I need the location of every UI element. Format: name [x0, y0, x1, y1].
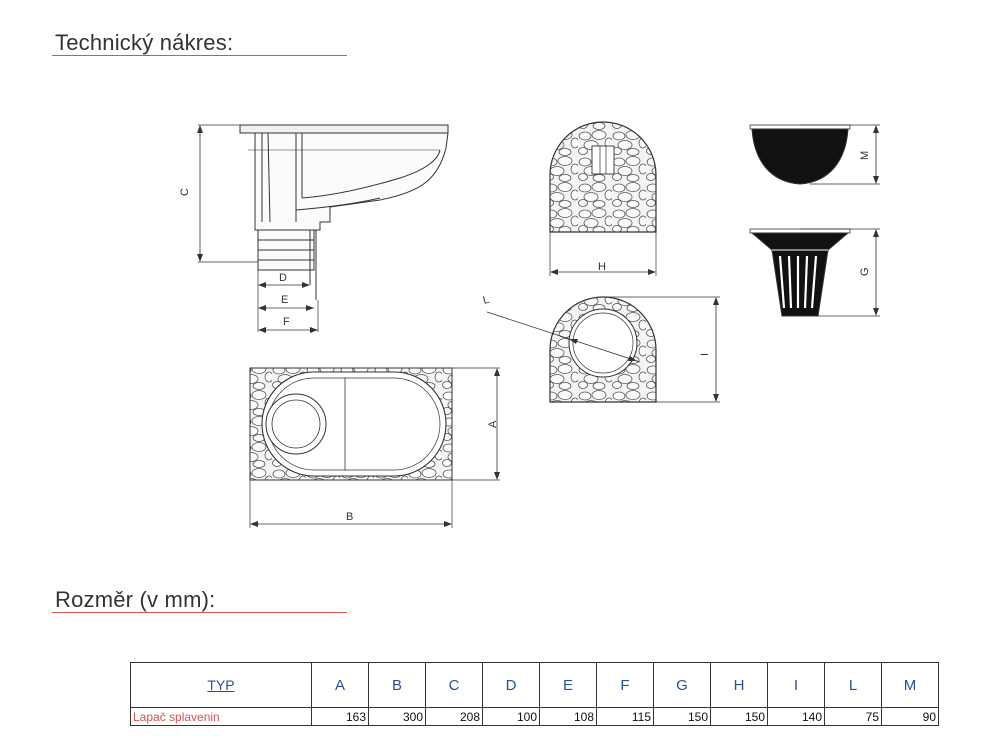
dimensions-table: TYP A B C D E F G H I L M Lapač splaveni… [130, 662, 939, 726]
front-view-top [549, 121, 657, 276]
dim-label-f: F [283, 316, 290, 328]
dim-label-d: D [279, 272, 287, 284]
header-e: E [539, 662, 597, 708]
table-header-row: TYP A B C D E F G H I L M [130, 662, 939, 708]
dim-label-l: L [482, 294, 491, 307]
cell-c: 208 [425, 707, 483, 726]
dimensions-section-title: Rozměr (v mm): [55, 587, 216, 612]
sediment-bowl [749, 124, 880, 185]
header-h: H [710, 662, 768, 708]
cell-b: 300 [368, 707, 426, 726]
technical-drawing: C D E F A B H [179, 121, 880, 528]
cell-e: 108 [539, 707, 597, 726]
dim-label-c: C [179, 188, 191, 196]
header-a: A [311, 662, 369, 708]
cell-m: 90 [881, 707, 939, 726]
side-section-view [197, 124, 449, 333]
header-l: L [824, 662, 882, 708]
header-f: F [596, 662, 654, 708]
cell-i: 140 [767, 707, 825, 726]
header-d: D [482, 662, 540, 708]
dimensions-section-rule [52, 612, 347, 613]
cell-a: 163 [311, 707, 369, 726]
header-c: C [425, 662, 483, 708]
dim-label-g: G [859, 267, 871, 276]
drawing-section-rule [52, 55, 347, 56]
sediment-basket [749, 228, 880, 317]
dim-label-e: E [281, 294, 288, 306]
cell-l: 75 [824, 707, 882, 726]
drawing-section-title: Technický nákres: [55, 30, 234, 55]
dim-label-b: B [346, 511, 353, 523]
header-g: G [653, 662, 711, 708]
dim-label-m: M [859, 151, 871, 160]
dim-label-h: H [598, 261, 606, 273]
cell-h: 150 [710, 707, 768, 726]
table-row: Lapač splavenin 163 300 208 100 108 115 … [130, 707, 939, 726]
cell-g: 150 [653, 707, 711, 726]
cell-f: 115 [596, 707, 654, 726]
cell-d: 100 [482, 707, 540, 726]
front-view-bottom [486, 296, 720, 403]
dim-label-i: I [699, 353, 711, 356]
header-typ: TYP [130, 662, 312, 708]
header-i: I [767, 662, 825, 708]
header-b: B [368, 662, 426, 708]
plan-view [249, 367, 500, 528]
dim-label-a: A [487, 420, 499, 428]
header-m: M [881, 662, 939, 708]
row-label: Lapač splavenin [130, 707, 312, 726]
